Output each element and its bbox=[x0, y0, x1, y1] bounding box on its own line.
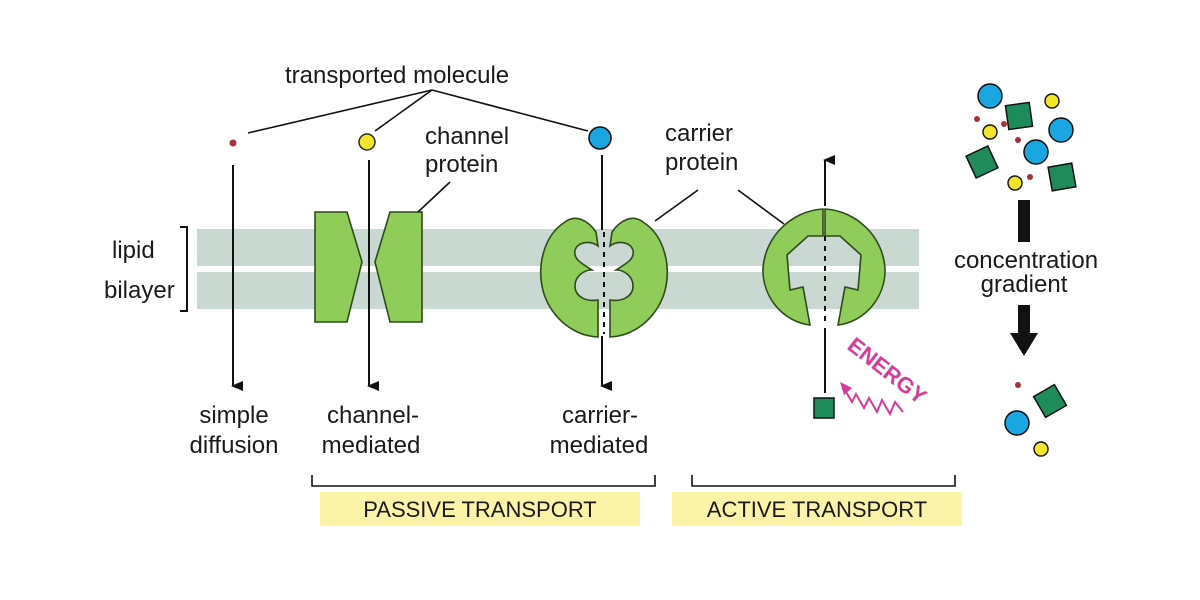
cluster-blue-molecule bbox=[1048, 117, 1074, 143]
transported-molecule-label: transported molecule bbox=[285, 62, 509, 89]
channel-mediated-label-line1: channel- bbox=[327, 402, 419, 429]
small-molecule bbox=[229, 139, 237, 147]
transport-mode-labels: simple diffusion channel- mediated carri… bbox=[190, 402, 649, 459]
cluster-blue-molecule bbox=[977, 83, 1003, 109]
cluster-yellow-molecule bbox=[982, 124, 998, 140]
simple-diffusion-path bbox=[229, 139, 243, 391]
active-carrier-left-half bbox=[762, 208, 824, 326]
cluster-green-square bbox=[965, 145, 999, 179]
channel-protein-left-subunit bbox=[314, 211, 363, 323]
cluster-yellow-molecule bbox=[1007, 175, 1023, 191]
cluster-red-dot bbox=[1015, 382, 1021, 388]
cluster-red-dot bbox=[974, 116, 980, 122]
active-transport-bracket bbox=[691, 475, 956, 487]
transported-molecule-callout: transported molecule bbox=[247, 62, 589, 134]
carrier-protein-right-half bbox=[608, 217, 668, 338]
channel-protein-pointer bbox=[417, 181, 451, 213]
energy-zigzag-icon bbox=[844, 389, 904, 417]
carrier-protein-pointer-right bbox=[737, 189, 785, 225]
carrier-protein-label: carrier protein bbox=[654, 120, 785, 225]
cluster-yellow-molecule bbox=[1033, 441, 1049, 457]
lipid-bilayer-label-line2: bilayer bbox=[104, 277, 175, 304]
gradient-arrow-shaft-bottom bbox=[1018, 305, 1030, 333]
channel-protein-right-subunit bbox=[374, 211, 423, 323]
channel-protein-label-line2: protein bbox=[425, 151, 498, 178]
passive-transport-bracket bbox=[311, 475, 656, 487]
cluster-blue-molecule bbox=[1023, 139, 1049, 165]
cluster-yellow-molecule bbox=[1044, 93, 1060, 109]
active-transport-highlight bbox=[672, 492, 962, 526]
carrier-mediated-label-line1: carrier- bbox=[562, 402, 638, 429]
cluster-green-square bbox=[1032, 383, 1068, 419]
carrier-protein-left-half bbox=[540, 217, 600, 338]
medium-molecule-yellow bbox=[358, 133, 376, 151]
lipid-bilayer-label-line1: lipid bbox=[112, 237, 155, 264]
simple-diffusion-label-line2: diffusion bbox=[190, 432, 279, 459]
gradient-arrow-shaft-top bbox=[1018, 200, 1030, 242]
carrier-protein-pointer-left bbox=[654, 189, 699, 222]
lipid-bilayer-bracket bbox=[180, 226, 188, 312]
channel-protein-label-line1: channel bbox=[425, 123, 509, 150]
low-concentration-cluster bbox=[1004, 382, 1068, 457]
energy-arrowhead-icon bbox=[840, 382, 852, 395]
passive-transport-group: PASSIVE TRANSPORT bbox=[311, 475, 656, 526]
pointer-line-small bbox=[247, 89, 433, 134]
cluster-green-square bbox=[1047, 162, 1077, 192]
channel-mediated-label-line2: mediated bbox=[322, 432, 421, 459]
passive-transport-highlight bbox=[320, 492, 640, 526]
concentration-gradient-label-line2: gradient bbox=[981, 271, 1068, 298]
large-molecule-blue bbox=[588, 126, 612, 150]
carrier-protein-active bbox=[762, 155, 886, 419]
concentration-gradient: concentration gradient bbox=[954, 83, 1098, 457]
cluster-red-dot bbox=[1027, 174, 1033, 180]
carrier-protein-label-line1: carrier bbox=[665, 120, 733, 147]
channel-protein: channel protein bbox=[314, 123, 509, 391]
carrier-protein-label-line2: protein bbox=[665, 149, 738, 176]
pointer-line-medium bbox=[374, 89, 433, 132]
simple-diffusion-label-line1: simple bbox=[199, 402, 268, 429]
active-carrier-right-half bbox=[824, 208, 886, 326]
carrier-protein-passive bbox=[540, 126, 668, 391]
pointer-line-large bbox=[431, 89, 589, 132]
energy-label: ENERGY bbox=[843, 332, 932, 409]
concentration-gradient-label-line1: concentration bbox=[954, 247, 1098, 274]
cluster-blue-molecule bbox=[1004, 410, 1030, 436]
square-molecule-green bbox=[813, 397, 835, 419]
passive-transport-label: PASSIVE TRANSPORT bbox=[363, 497, 597, 522]
gradient-arrowhead-icon bbox=[1010, 333, 1038, 356]
active-transport-group: ACTIVE TRANSPORT bbox=[672, 475, 962, 526]
cluster-green-square bbox=[1004, 101, 1034, 131]
lipid-bilayer-label: lipid bilayer bbox=[104, 226, 188, 312]
active-transport-label: ACTIVE TRANSPORT bbox=[707, 497, 927, 522]
energy-input: ENERGY bbox=[840, 332, 932, 417]
cluster-red-dot bbox=[1001, 121, 1007, 127]
carrier-mediated-label-line2: mediated bbox=[550, 432, 649, 459]
high-concentration-cluster bbox=[965, 83, 1077, 192]
cluster-red-dot bbox=[1015, 137, 1021, 143]
